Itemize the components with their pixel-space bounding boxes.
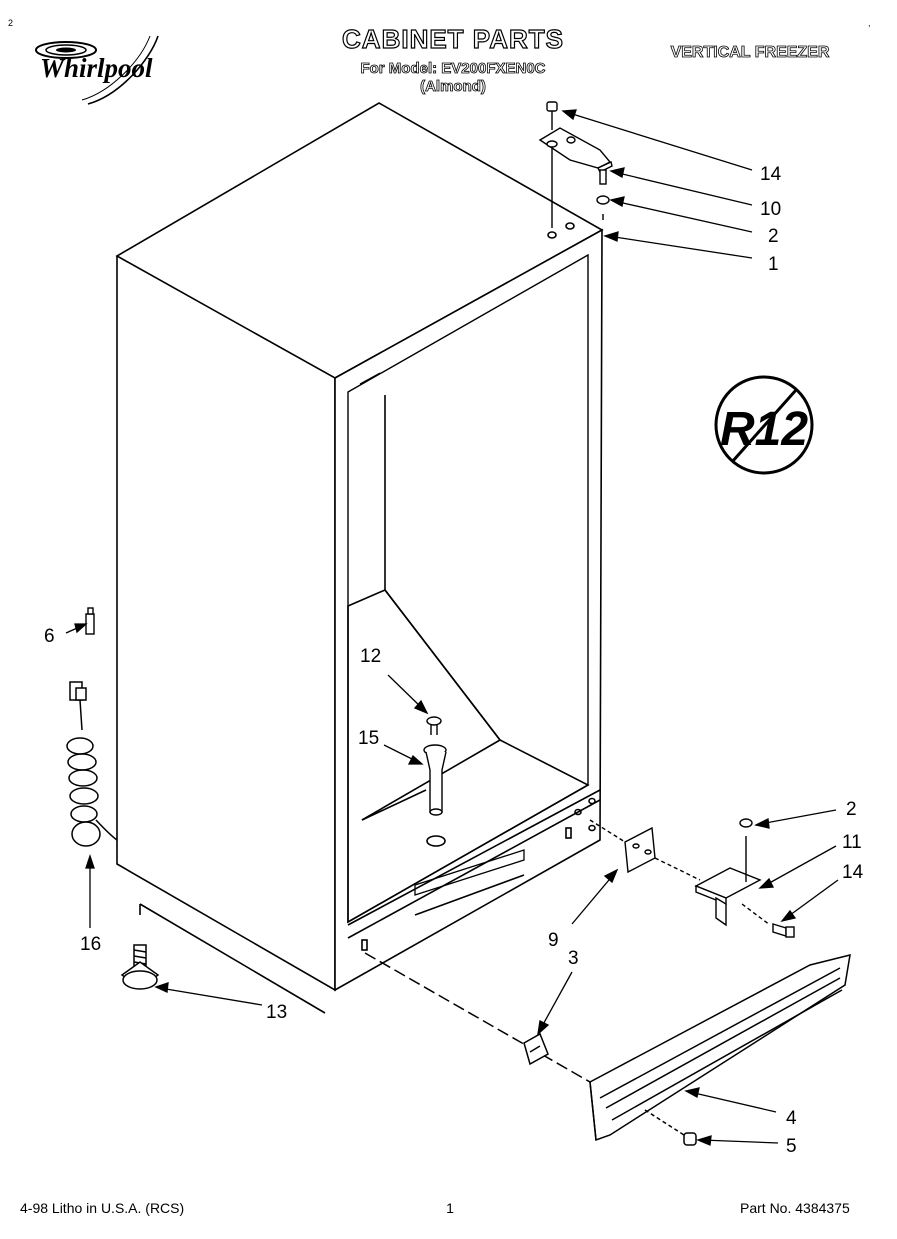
leveling-leg: [120, 944, 160, 990]
callout-labels: 14 10 2 1 6 12 15 16 13 2 11 14 9 3 4 5: [44, 164, 864, 1157]
brand-logo: Whirlpool: [35, 35, 159, 105]
callout-6: 6: [44, 626, 55, 647]
callout-13: 13: [266, 1002, 287, 1023]
power-cord: [66, 681, 118, 847]
callout-1: 1: [768, 254, 779, 275]
brand-wordmark: Whirlpool: [40, 53, 153, 83]
freezer-cabinet: [115, 102, 604, 1014]
callout-16: 16: [80, 934, 101, 955]
callout-14-bottom: 14: [842, 862, 864, 883]
cord-clip: [85, 607, 95, 635]
product-type: VERTICAL FREEZER: [670, 44, 830, 62]
callout-4: 4: [786, 1108, 797, 1129]
corner-mark-left: 2: [8, 18, 14, 28]
callout-15: 15: [358, 728, 379, 749]
corner-mark-right: ,: [868, 18, 871, 28]
base-grille: [364, 952, 851, 1146]
callout-14-top: 14: [760, 164, 782, 185]
bottom-hinge: [589, 818, 795, 938]
badge-text: R12: [720, 403, 808, 456]
leader-lines: [65, 109, 839, 1146]
color-line: (Almond): [420, 78, 487, 96]
top-hinge: [538, 101, 613, 228]
footer-page-number: 1: [446, 1200, 454, 1216]
no-r12-badge: R12: [714, 375, 814, 475]
callout-11: 11: [842, 832, 862, 853]
drain-tube: [423, 716, 447, 816]
callout-2-bottom: 2: [846, 799, 857, 820]
callout-3: 3: [568, 948, 579, 969]
callout-5: 5: [786, 1136, 797, 1157]
callout-2-top: 2: [768, 226, 779, 247]
callout-10: 10: [760, 199, 781, 220]
callout-9: 9: [548, 930, 559, 951]
model-line: For Model: EV200FXEN0C: [360, 60, 546, 78]
callout-12: 12: [360, 646, 381, 667]
footer-litho: 4-98 Litho in U.S.A. (RCS): [20, 1200, 185, 1216]
page-title: CABINET PARTS: [341, 23, 564, 54]
footer-part-number: Part No. 4384375: [740, 1200, 850, 1216]
